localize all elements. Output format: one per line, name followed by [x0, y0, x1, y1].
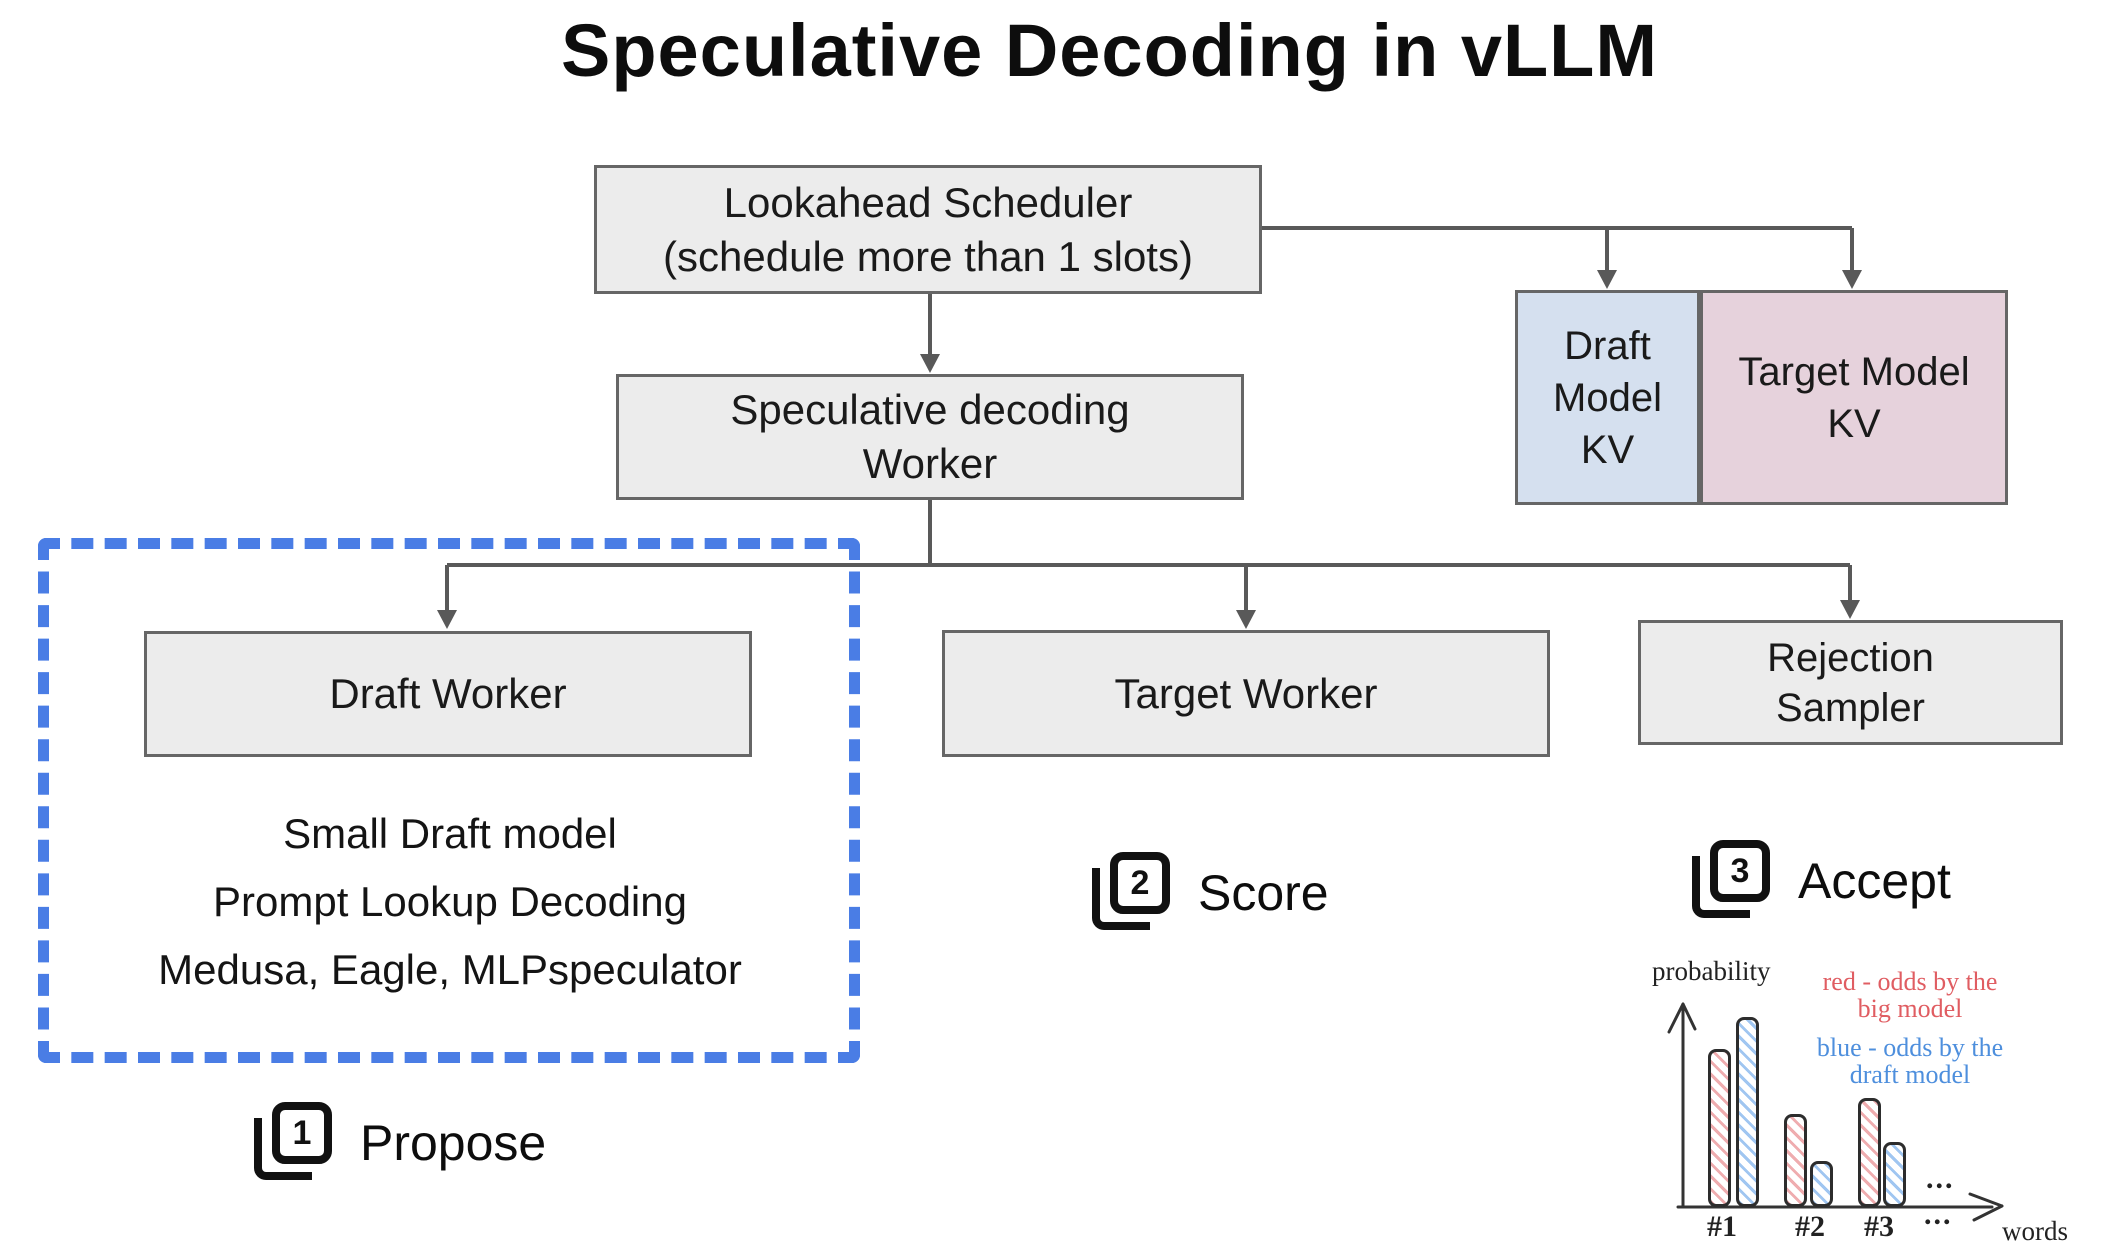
bar-blue-1	[1736, 1017, 1759, 1207]
x-tick-3: #3	[1864, 1210, 1894, 1243]
draft-worker-label: Draft Worker	[329, 670, 567, 717]
scheduler-line2: (schedule more than 1 slots)	[663, 232, 1193, 280]
targetkv-line2: KV	[1827, 401, 1881, 446]
rejection-sampler-box: Rejection Sampler	[1638, 620, 2063, 745]
draft-methods-text: Small Draft model Prompt Lookup Decoding…	[60, 800, 840, 1004]
step-2-number: 2	[1110, 852, 1170, 914]
y-axis-arrowhead	[1667, 1002, 1697, 1034]
step-3-number: 3	[1710, 840, 1770, 902]
step-1-number: 1	[272, 1102, 332, 1164]
draftkv-line2: Model	[1553, 375, 1662, 420]
bar-red-2	[1784, 1114, 1807, 1207]
x-tick-1: #1	[1707, 1210, 1737, 1243]
draft-method-2: Prompt Lookup Decoding	[213, 878, 687, 925]
target-worker-label: Target Worker	[1114, 669, 1378, 717]
target-model-kv-box: Target Model KV	[1700, 290, 2008, 505]
rejection-line1: Rejection	[1767, 635, 1934, 680]
page-title: Speculative Decoding in vLLM	[560, 9, 1659, 92]
draft-method-3: Medusa, Eagle, MLPspeculator	[158, 946, 742, 993]
scheduler-line1: Lookahead Scheduler	[723, 178, 1133, 226]
draftkv-line3: KV	[1580, 427, 1635, 472]
x-tick-2: #2	[1795, 1210, 1825, 1243]
bar-red-1	[1708, 1049, 1731, 1207]
draftkv-line1: Draft	[1564, 323, 1651, 368]
targetkv-line1: Target Model	[1738, 349, 1970, 394]
x-axis-arrowhead	[1968, 1192, 2004, 1222]
legend-blue-line2: draft model	[1849, 1060, 1971, 1089]
filter-1-icon: 1	[252, 1102, 332, 1184]
rejection-line2: Sampler	[1776, 685, 1925, 730]
step-score: 2 Score	[1090, 852, 1329, 934]
legend-red-line1: red - odds by the	[1822, 967, 1998, 996]
filter-3-icon: 3	[1690, 840, 1770, 922]
propose-dashed-region	[38, 538, 860, 1063]
legend-blue: blue - odds by the draft model	[1780, 1034, 2040, 1088]
x-axis-label: words	[2002, 1216, 2068, 1246]
probability-bar-chart: probability words red - odds by the big …	[1630, 950, 2113, 1247]
legend-red: red - odds by the big model	[1780, 968, 2040, 1022]
accept-label: Accept	[1798, 853, 1951, 909]
step-accept: 3 Accept	[1690, 840, 1951, 922]
target-worker-box: Target Worker	[942, 630, 1550, 757]
ellipsis-below-axis: ...	[1924, 1198, 1953, 1231]
specworker-line2: Worker	[862, 440, 998, 487]
draft-model-kv-box: Draft Model KV	[1515, 290, 1700, 505]
speculative-decoding-worker-box: Speculative decoding Worker	[616, 374, 1244, 500]
chart-axes	[1667, 1002, 2004, 1222]
propose-label: Propose	[360, 1115, 547, 1171]
score-label: Score	[1198, 865, 1329, 921]
ellipsis-above-axis: ...	[1926, 1162, 1955, 1195]
y-axis-label: probability	[1652, 956, 1771, 986]
bar-blue-2	[1810, 1161, 1833, 1207]
bar-red-3	[1858, 1098, 1881, 1207]
bar-blue-3	[1883, 1142, 1906, 1207]
lookahead-scheduler-box: Lookahead Scheduler (schedule more than …	[594, 165, 1262, 294]
draft-worker-box: Draft Worker	[144, 631, 752, 757]
specworker-line1: Speculative decoding	[730, 386, 1130, 433]
step-propose: 1 Propose	[252, 1102, 546, 1184]
legend-blue-line1: blue - odds by the	[1816, 1033, 2004, 1062]
filter-2-icon: 2	[1090, 852, 1170, 934]
legend-red-line2: big model	[1857, 994, 1963, 1023]
draft-method-1: Small Draft model	[283, 810, 617, 857]
